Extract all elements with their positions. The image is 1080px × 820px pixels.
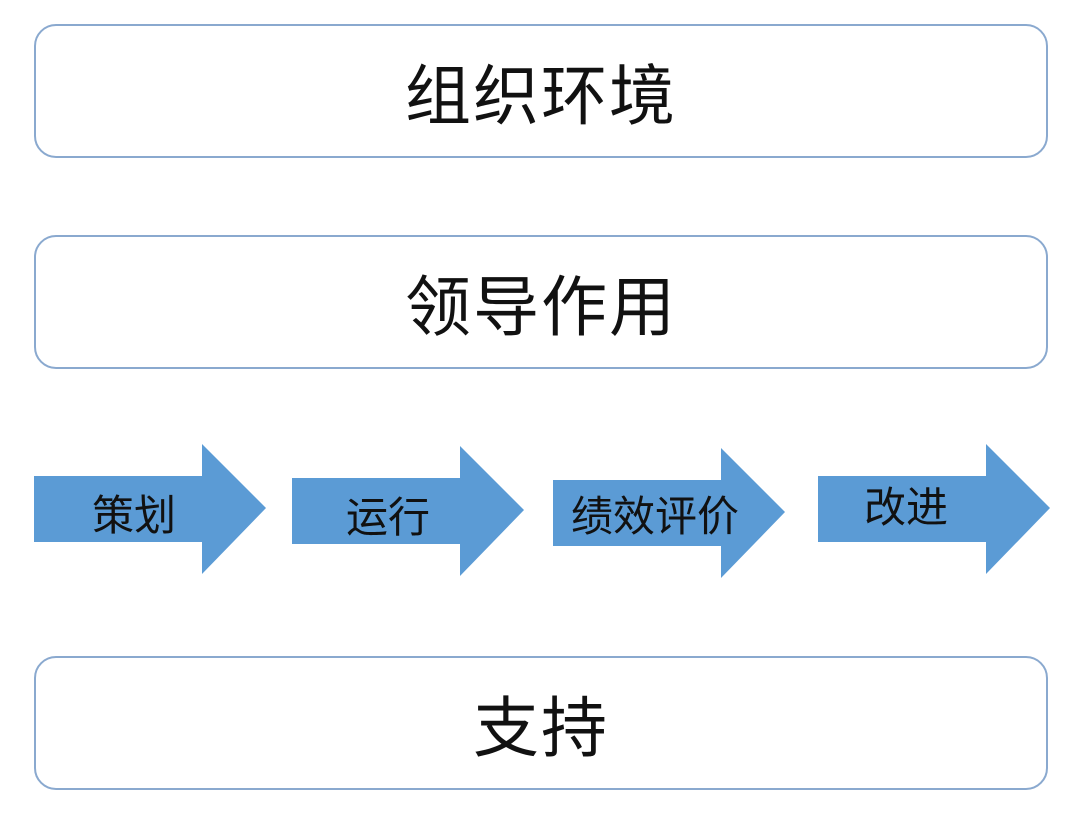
leadership-label: 领导作用 (405, 269, 677, 346)
support-box: 支持 (34, 656, 1048, 790)
support-label: 支持 (473, 690, 609, 767)
leadership-box: 领导作用 (34, 235, 1048, 369)
organization-context-box: 组织环境 (34, 24, 1048, 158)
arrow-shape (818, 444, 1050, 574)
process-label-planning: 策划 (92, 491, 177, 540)
arrow-shape (34, 444, 266, 574)
process-label-performance-evaluation: 绩效评价 (571, 492, 740, 541)
arrow-shape (553, 448, 785, 578)
organization-context-label: 组织环境 (405, 58, 677, 135)
process-label-improvement: 改进 (864, 483, 949, 532)
arrow-shape (292, 446, 524, 576)
process-label-operation: 运行 (346, 493, 431, 542)
